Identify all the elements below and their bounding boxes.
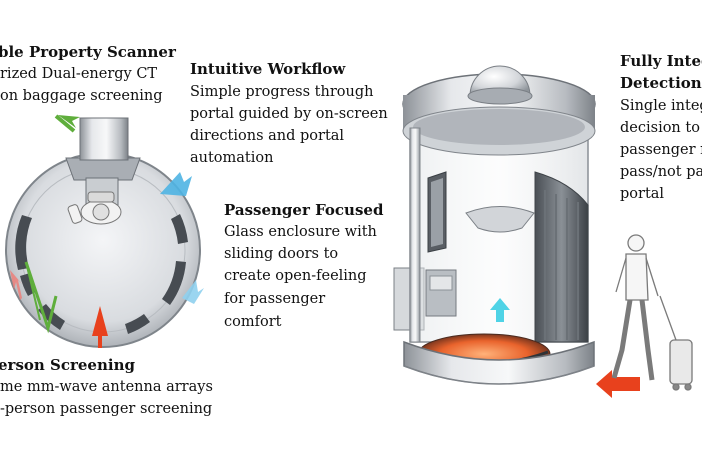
detection-title-1: Fully Integ bbox=[620, 52, 702, 70]
passenger-top-view bbox=[67, 191, 122, 225]
person-screening-line-1: me mm-wave antenna arrays bbox=[0, 379, 213, 395]
detection-title-2: Detection bbox=[620, 74, 702, 92]
passenger-line-5: comfort bbox=[224, 314, 282, 330]
workflow-line-4: automation bbox=[190, 150, 274, 166]
green-arrow-icon bbox=[58, 115, 80, 128]
detection-line-2: decision to bbox=[620, 120, 700, 136]
red-arrow-icon bbox=[596, 370, 640, 398]
scanner-line-2: on baggage screening bbox=[0, 88, 163, 104]
passenger-title: Passenger Focused bbox=[224, 201, 384, 219]
detection-line-3: passenger r bbox=[620, 142, 702, 158]
blue-arrow-icon bbox=[490, 298, 510, 322]
workflow-line-3: directions and portal bbox=[190, 128, 345, 144]
blue-arrow-icon bbox=[160, 172, 192, 196]
person-screening-title: erson Screening bbox=[0, 356, 135, 374]
passenger-line-3: create open-feeling bbox=[224, 268, 367, 284]
flow-arrows-left bbox=[10, 114, 204, 348]
red-arrow-icon bbox=[10, 270, 22, 300]
workflow-line-1: Simple progress through bbox=[190, 84, 374, 100]
blue-arrow-icon bbox=[182, 280, 204, 304]
workflow-title: Intuitive Workflow bbox=[190, 60, 346, 78]
passenger-line-4: for passenger bbox=[224, 291, 326, 307]
red-arrow-icon bbox=[92, 306, 108, 348]
person-screening-line-2: -person passenger screening bbox=[0, 401, 213, 417]
detection-line-4: pass/not pa bbox=[620, 164, 702, 180]
antenna-array-segments bbox=[15, 214, 188, 334]
sliding-door bbox=[534, 171, 589, 343]
passenger-line-1: Glass enclosure with bbox=[224, 224, 377, 240]
walking-passenger bbox=[611, 234, 693, 391]
workflow-line-2: portal guided by on-screen bbox=[190, 106, 388, 122]
top-view-diagram bbox=[5, 114, 204, 348]
detection-line-1: Single integ bbox=[620, 98, 702, 114]
scanner-line-1: rized Dual-energy CT bbox=[0, 66, 158, 82]
detection-line-5: portal bbox=[620, 186, 665, 202]
passenger-line-2: sliding doors to bbox=[224, 246, 339, 262]
scanner-title: ble Property Scanner bbox=[0, 43, 176, 61]
portal-3d-view bbox=[393, 65, 693, 398]
